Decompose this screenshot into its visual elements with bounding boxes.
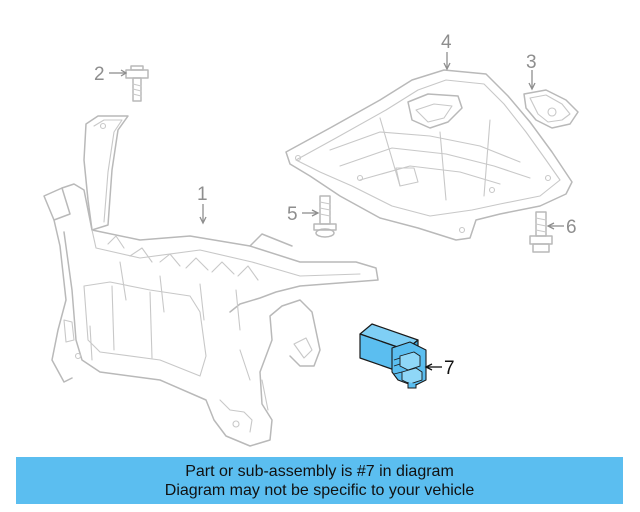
- part-1-radiator-support: [43, 115, 379, 447]
- banner-line-2: Diagram may not be specific to your vehi…: [164, 481, 475, 499]
- callout-1: 1: [197, 184, 208, 205]
- part-7-module: [359, 323, 427, 389]
- callout-6: 6: [566, 217, 577, 238]
- callout-3: 3: [526, 52, 537, 73]
- info-banner: Part or sub-assembly is #7 in diagram Di…: [16, 457, 623, 504]
- part-4-under-cover: [285, 69, 573, 241]
- part-6-bolt: [529, 211, 553, 253]
- callout-4: 4: [441, 32, 452, 53]
- banner-line-1: Part or sub-assembly is #7 in diagram: [185, 462, 454, 480]
- part-2-bolt: [125, 65, 149, 102]
- part-3-bracket: [523, 89, 579, 129]
- part-5-screw: [313, 195, 337, 238]
- callout-2: 2: [94, 64, 105, 85]
- callout-7: 7: [444, 358, 455, 379]
- callout-5: 5: [287, 204, 298, 225]
